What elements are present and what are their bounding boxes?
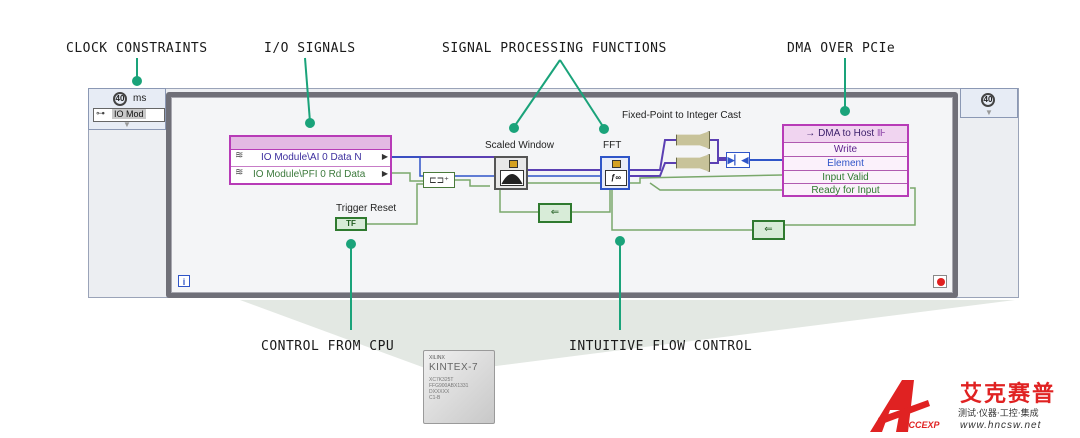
clock-unit: ms — [133, 93, 147, 104]
callout-clock-constraints: CLOCK CONSTRAINTS — [66, 41, 208, 56]
io-line-2-label: IO Module\PFI 0 Rd Data — [253, 169, 366, 180]
io-line-1-label: IO Module\AI 0 Data N — [261, 152, 362, 163]
fixed-point-cast-label: Fixed-Point to Integer Cast — [622, 110, 741, 121]
iteration-terminal: i — [178, 275, 190, 287]
fft-node[interactable]: ƒ∞ — [600, 156, 630, 190]
clock-module-box[interactable]: ⊶ IO Mod — [93, 108, 165, 122]
fft-icon: ƒ∞ — [605, 170, 627, 186]
bell-curve-icon — [501, 174, 523, 185]
chevron-down-icon: ▼ — [123, 120, 131, 129]
callout-signal-processing: SIGNAL PROCESSING FUNCTIONS — [442, 41, 667, 56]
watermark-url: www.hncsw.net — [960, 420, 1042, 431]
watermark-cn-name: 艾克赛普 — [960, 382, 1057, 407]
dma-row-label: Input Valid — [822, 172, 869, 183]
dma-row-label: Element — [827, 158, 864, 169]
right-loop-terminal[interactable]: 40 ▼ — [960, 88, 1018, 118]
arrow-icon: → — [805, 128, 816, 139]
config-dot-icon — [612, 160, 621, 168]
window-icon — [500, 170, 524, 186]
io-row-1[interactable]: ≋ IO Module\AI 0 Data N ▶ — [231, 150, 390, 167]
wave-icon: ≋ — [235, 167, 244, 178]
join-node[interactable]: ▶▏◀ — [726, 152, 750, 168]
callout-io-signals: I/O SIGNALS — [264, 41, 356, 56]
output-arrow-icon: ▶ — [381, 169, 388, 178]
dma-row-label: Ready for Input — [811, 185, 880, 196]
chip-line: XC7K325T — [429, 377, 454, 383]
feedback-node-2[interactable]: ⇐ — [752, 220, 785, 240]
scaled-window-node[interactable] — [494, 156, 528, 190]
chip-brand: XILINX — [429, 355, 445, 361]
tf-label: TF — [346, 219, 356, 228]
kintex-chip: XILINX KINTEX-7 XC7K325T FFG900ABX1331 D… — [423, 350, 495, 424]
trigger-reset-label: Trigger Reset — [336, 203, 397, 214]
output-arrow-icon: ▶ — [381, 152, 388, 161]
fft-label: FFT — [603, 140, 622, 151]
dma-title: DMA to Host — [818, 128, 875, 139]
wave-icon: ⊶ — [96, 108, 105, 118]
io-node-header — [231, 137, 390, 150]
dma-row-element[interactable]: Element — [784, 156, 907, 170]
feedback-node-1[interactable]: ⇐ — [538, 203, 572, 223]
clock-number-icon: 40 — [113, 92, 127, 106]
right-terminal-number: 40 — [983, 95, 993, 104]
stop-terminal[interactable] — [933, 275, 947, 288]
clock-number: 40 — [115, 94, 125, 103]
stop-icon — [937, 278, 945, 286]
watermark-brand-latin: ACCEXP — [902, 420, 940, 430]
callout-flow-control: INTUITIVE FLOW CONTROL — [569, 339, 753, 354]
callout-dma: DMA OVER PCIe — [787, 41, 896, 56]
io-row-2[interactable]: ≋ IO Module\PFI 0 Rd Data ▶ — [231, 167, 390, 183]
clock-module-label: IO Mod — [112, 109, 146, 119]
watermark-slogan: 测试·仪器·工控·集成 — [958, 409, 1039, 419]
chip-name: KINTEX-7 — [429, 362, 479, 373]
dma-to-host-node[interactable]: → DMA to Host ⊪ Write Element Input Vali… — [782, 124, 909, 197]
dma-row-input-valid[interactable]: Input Valid — [784, 170, 907, 184]
clock-terminal[interactable]: 40 ms ⊶ IO Mod ▼ — [88, 88, 166, 130]
io-signals-node[interactable]: ≋ IO Module\AI 0 Data N ▶ ≋ IO Module\PF… — [229, 135, 392, 185]
boolean-logic-node[interactable]: ⊏⊐⁺ — [423, 172, 455, 188]
chip-line: DXXXXX — [429, 389, 450, 395]
wave-icon: ≋ — [235, 150, 244, 161]
fifo-icon: ⊪ — [876, 128, 886, 139]
chip-line: C1-B — [429, 395, 441, 401]
right-terminal-number-icon: 40 — [981, 93, 995, 107]
dma-row-write[interactable]: Write — [784, 142, 907, 156]
config-dot-icon — [509, 160, 518, 168]
dma-header: → DMA to Host ⊪ — [784, 126, 907, 142]
scaled-window-label: Scaled Window — [485, 140, 554, 151]
chip-line: FFG900ABX1331 — [429, 383, 469, 389]
dma-row-label: Write — [833, 144, 858, 155]
accexp-logo-icon — [870, 380, 930, 432]
chevron-down-icon: ▼ — [985, 108, 993, 117]
callout-control-from-cpu: CONTROL FROM CPU — [261, 339, 395, 354]
trigger-reset-control[interactable]: TF — [335, 217, 367, 231]
dma-row-ready-for-input[interactable]: Ready for Input — [784, 183, 907, 197]
